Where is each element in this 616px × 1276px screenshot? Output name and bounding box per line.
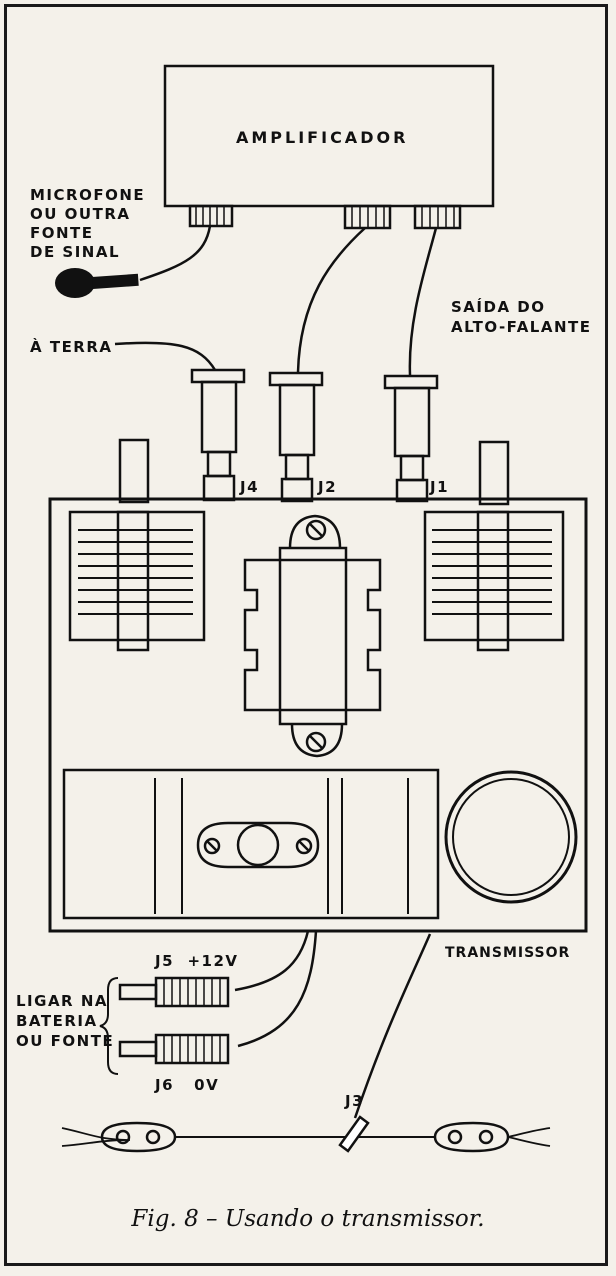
label-j5: J5 +12V: [155, 952, 239, 970]
label-saida-line2: ALTO-FALANTE: [451, 318, 592, 336]
plug-j5: [118, 976, 230, 1008]
amplifier-jacks: [188, 204, 462, 230]
label-transmissor: TRANSMISSOR: [445, 945, 571, 961]
figure-frame: [4, 4, 608, 1266]
connector-j2: [268, 371, 324, 503]
label-microfone-line1: MICROFONE: [30, 186, 146, 204]
figure-caption: Fig. 8 – Usando o transmissor.: [131, 1206, 485, 1232]
variable-capacitor-left: [68, 438, 206, 652]
wire-0v: [237, 930, 318, 1048]
label-microfone-line2: OU OUTRA: [30, 205, 131, 223]
label-j6: J6 0V: [155, 1076, 220, 1094]
microphone-cable: [139, 225, 212, 282]
label-microfone-line3: FONTE: [30, 224, 94, 242]
wire-plus12v: [234, 930, 310, 992]
amplifier-box: [163, 64, 495, 208]
label-j3: J3: [345, 1092, 365, 1110]
transmitter-board: [48, 497, 588, 933]
label-ligar-line1: LIGAR NA: [16, 992, 108, 1010]
plug-j6: [118, 1033, 230, 1065]
connector-j1: [383, 374, 439, 503]
bracket: [99, 977, 119, 1075]
label-j4: J4: [240, 478, 260, 496]
label-j1: J1: [430, 478, 450, 496]
label-ligar-line3: OU FONTE: [16, 1032, 115, 1050]
battery-holder: [62, 768, 440, 920]
variable-capacitor-right: [423, 440, 565, 652]
label-microfone-line4: DE SINAL: [30, 243, 121, 261]
dipole-antenna: [61, 1115, 551, 1153]
antenna-wire: [353, 933, 432, 1119]
cable-j1: [408, 227, 438, 376]
connector-j4: [190, 368, 246, 502]
microphone: [55, 268, 139, 298]
round-coil: [444, 770, 578, 904]
label-ligar-line2: BATERIA: [16, 1012, 98, 1030]
ground-wire: [114, 341, 217, 371]
label-amplificador: AMPLIFICADOR: [236, 128, 409, 147]
label-saida-line1: SAÍDA DO: [451, 298, 546, 316]
label-j2: J2: [318, 478, 338, 496]
transformer: [243, 514, 382, 758]
label-terra: À TERRA: [30, 338, 113, 356]
cable-j2: [296, 227, 366, 373]
